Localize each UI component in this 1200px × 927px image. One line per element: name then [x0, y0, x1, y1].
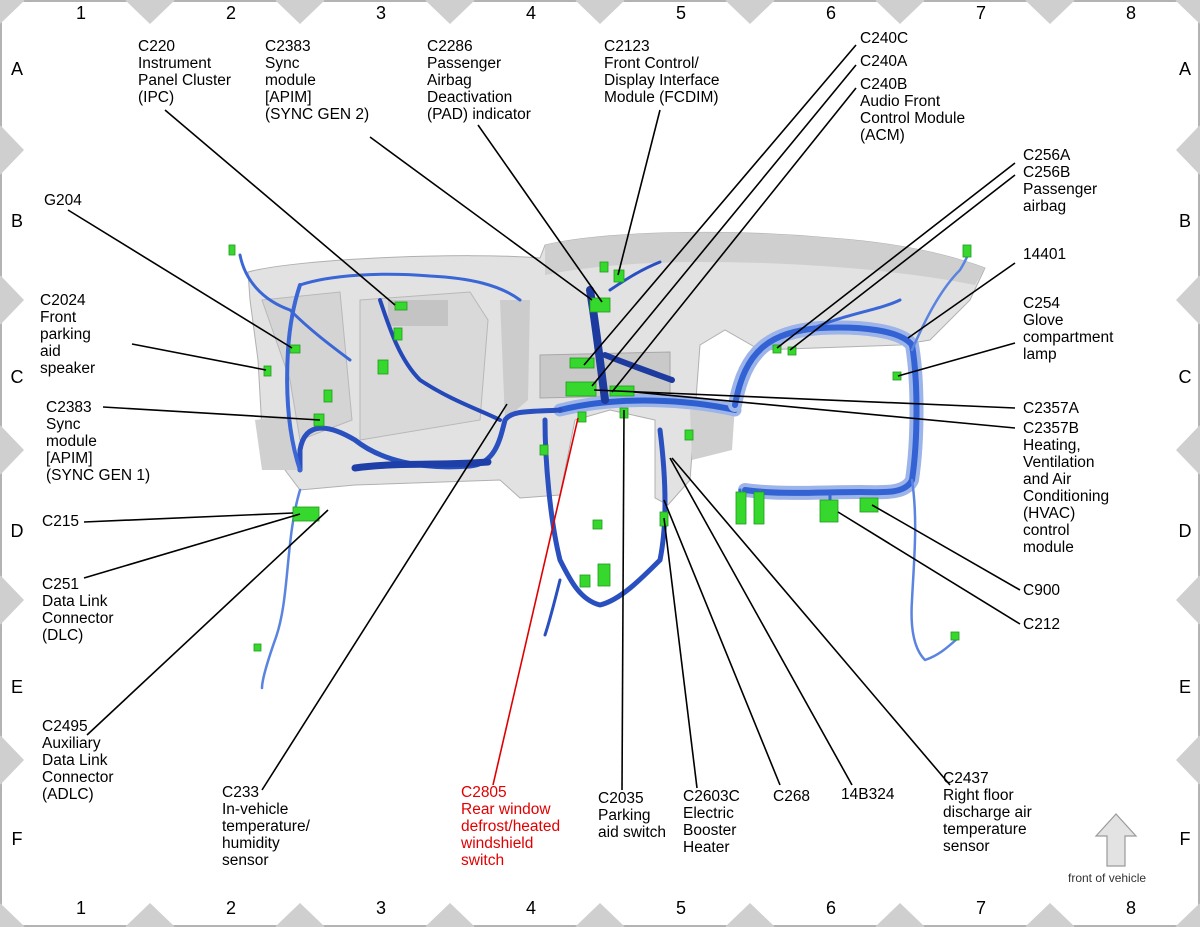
grid-row-label-right: E: [1178, 677, 1191, 697]
grid-column-label-bottom: 3: [375, 898, 386, 918]
callout-c2383-gen2: C2383 Sync module [APIM] (SYNC GEN 2): [265, 38, 370, 123]
grid-row-label-left: F: [11, 829, 23, 849]
callout-c2286: C2286 Passenger Airbag Deactivation (PAD…: [427, 38, 531, 123]
callout-c2603c: C2603C Electric Booster Heater: [683, 788, 740, 856]
callout-c254: C254 Glove compartment lamp: [1023, 295, 1114, 363]
up-arrow-icon: [1094, 813, 1138, 867]
grid-column-label-bottom: 2: [225, 898, 236, 918]
grid-column-label-bottom: 5: [675, 898, 686, 918]
callout-c900: C900: [1023, 582, 1061, 599]
grid-column-label-bottom: 1: [75, 898, 86, 918]
callout-c2024: C2024 Front parking aid speaker: [40, 292, 96, 377]
grid-column-label-bottom: 8: [1125, 898, 1136, 918]
callout-c268: C268: [773, 788, 811, 805]
wiring-harness: [238, 248, 972, 690]
grid-row-label-left: C: [10, 367, 24, 387]
callout-c212: C212: [1023, 616, 1061, 633]
grid-column-label-bottom: 4: [525, 898, 536, 918]
callout-c240c: C240C: [860, 30, 909, 47]
callout-c233: C233 In-vehicle temperature/ humidity se…: [222, 784, 310, 869]
callout-c2035: C2035 Parking aid switch: [598, 790, 667, 841]
instrument-panel-illustration: [247, 231, 986, 506]
callout-c251: C251 Data Link Connector (DLC): [42, 576, 114, 644]
grid-row-label-left: D: [10, 521, 24, 541]
grid-column-label-top: 4: [525, 3, 536, 23]
callout-c2123: C2123 Front Control/ Display Interface M…: [604, 38, 720, 106]
front-of-vehicle-label: front of vehicle: [1068, 871, 1147, 885]
callout-p14b324: 14B324: [841, 786, 895, 803]
grid-column-label-top: 7: [975, 3, 986, 23]
leader-lines: [67, 44, 1021, 791]
grid-row-label-right: C: [1178, 367, 1192, 387]
callout-c2437: C2437 Right floor discharge air temperat…: [943, 770, 1032, 855]
grid-row-label-right: F: [1179, 829, 1191, 849]
grid-column-label-top: 8: [1125, 3, 1136, 23]
grid-column-label-top: 5: [675, 3, 686, 23]
callout-p14401: 14401: [1023, 246, 1067, 263]
callout-c256: C256A C256B Passenger airbag: [1023, 147, 1098, 215]
grid-column-label-top: 3: [375, 3, 386, 23]
grid-row-label-right: D: [1178, 521, 1192, 541]
grid-column-label-bottom: 6: [825, 898, 836, 918]
grid-row-label-left: E: [10, 677, 23, 697]
grid-column-label-top: 1: [75, 3, 86, 23]
grid-column-label-top: 6: [825, 3, 836, 23]
grid-row-label-left: B: [10, 211, 23, 231]
callout-c2357b: C2357B Heating, Ventilation and Air Cond…: [1023, 420, 1110, 556]
grid-column-label-top: 2: [225, 3, 236, 23]
callout-c240a: C240A: [860, 53, 908, 70]
grid-column-label-bottom: 7: [975, 898, 986, 918]
grid-row-label-left: A: [10, 59, 23, 79]
callout-g204: G204: [44, 192, 82, 209]
grid-row-label-right: B: [1178, 211, 1191, 231]
callout-c240b: C240B Audio Front Control Module (ACM): [860, 76, 966, 144]
callout-c2357a: C2357A: [1023, 400, 1080, 417]
grid-row-label-right: A: [1178, 59, 1191, 79]
callout-c2805: C2805 Rear window defrost/heated windshi…: [461, 784, 561, 869]
callout-c2495: C2495 Auxiliary Data Link Connector (ADL…: [42, 718, 114, 803]
callout-c2383-gen1: C2383 Sync module [APIM] (SYNC GEN 1): [46, 399, 151, 484]
callout-c215: C215: [42, 513, 80, 530]
callout-c220: C220 Instrument Panel Cluster (IPC): [138, 38, 232, 106]
